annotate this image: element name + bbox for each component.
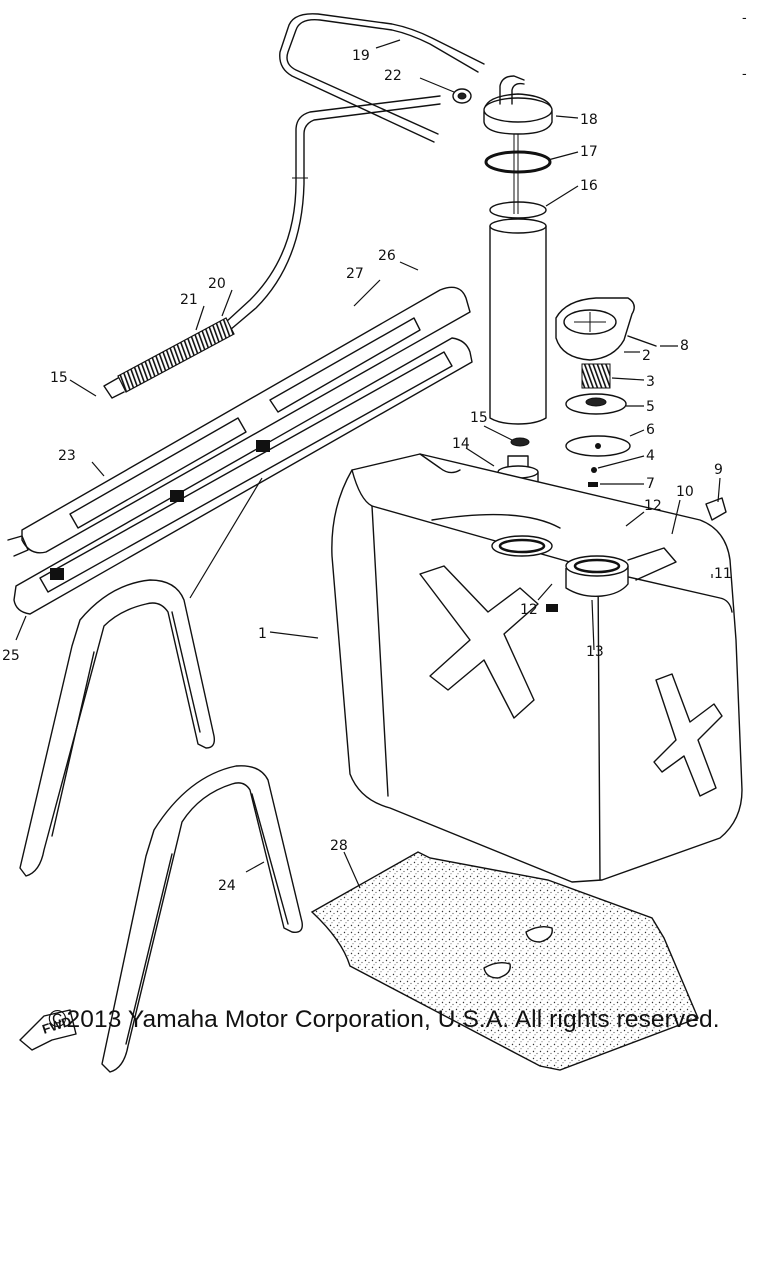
- callout-10: 10: [676, 484, 694, 500]
- tank-strap-23: [7, 286, 471, 557]
- callout-23: 23: [58, 448, 76, 464]
- callout-27: 27: [346, 266, 364, 282]
- rivet-4: [591, 467, 597, 473]
- callout-labels: 1 2 3 4 5 6 7 8 9 10 11 12 12 13 14 15 1…: [2, 48, 732, 894]
- callout-5: 5: [646, 399, 655, 415]
- hold-down-frame-24b: [101, 765, 303, 1073]
- callout-15-left: 15: [50, 370, 68, 386]
- callout-12: 12: [644, 498, 662, 514]
- callout-12-lower: 12: [520, 602, 538, 618]
- tank-mat-28: [310, 851, 699, 1071]
- callout-13: 13: [586, 644, 604, 660]
- copyright-notice: ©2013 Yamaha Motor Corporation, U.S.A. A…: [48, 1006, 720, 1033]
- fuel-tank-1: [331, 453, 743, 883]
- clip-15: [510, 437, 530, 447]
- callout-7: 7: [646, 476, 655, 492]
- callout-18: 18: [580, 112, 598, 128]
- callout-leaders: [15, 39, 721, 889]
- edge-mark: -: [742, 65, 747, 81]
- callout-6: 6: [646, 422, 655, 438]
- pin-7: [588, 482, 598, 487]
- callout-28: 28: [330, 838, 348, 854]
- callout-4: 4: [646, 448, 655, 464]
- edge-mark: -: [742, 9, 747, 25]
- pin-8: [627, 335, 657, 347]
- callout-22: 22: [384, 68, 402, 84]
- spring-guard-21: [103, 317, 235, 399]
- callout-25: 25: [2, 648, 20, 664]
- fuel-line-20: [225, 95, 441, 331]
- callout-21: 21: [180, 292, 198, 308]
- callout-11: 11: [714, 566, 732, 582]
- callout-8: 8: [680, 338, 689, 354]
- callout-9: 9: [714, 462, 723, 478]
- bracket-9: [705, 497, 727, 521]
- callout-14: 14: [452, 436, 470, 452]
- callout-17: 17: [580, 144, 598, 160]
- filler-cap-2: [555, 297, 635, 361]
- return-pipe-19: [279, 13, 485, 143]
- cap-plate-5: [565, 393, 627, 415]
- callout-16: 16: [580, 178, 598, 194]
- mounting-rail-25: [13, 337, 473, 615]
- callout-20: 20: [208, 276, 226, 292]
- callout-24: 24: [218, 878, 236, 894]
- callout-1: 1: [258, 626, 267, 642]
- clamp-22: [452, 88, 472, 104]
- callout-2: 2: [642, 348, 651, 364]
- callout-15: 15: [470, 410, 488, 426]
- pickup-tube-16: [489, 134, 547, 425]
- hold-down-frame-24a: [19, 579, 216, 877]
- callout-19: 19: [352, 48, 370, 64]
- fwd-arrow: FWD: [19, 1009, 77, 1051]
- callout-3: 3: [646, 374, 655, 390]
- sender-cap-18: [483, 75, 553, 135]
- spring-3: [581, 363, 611, 389]
- callout-26: 26: [378, 248, 396, 264]
